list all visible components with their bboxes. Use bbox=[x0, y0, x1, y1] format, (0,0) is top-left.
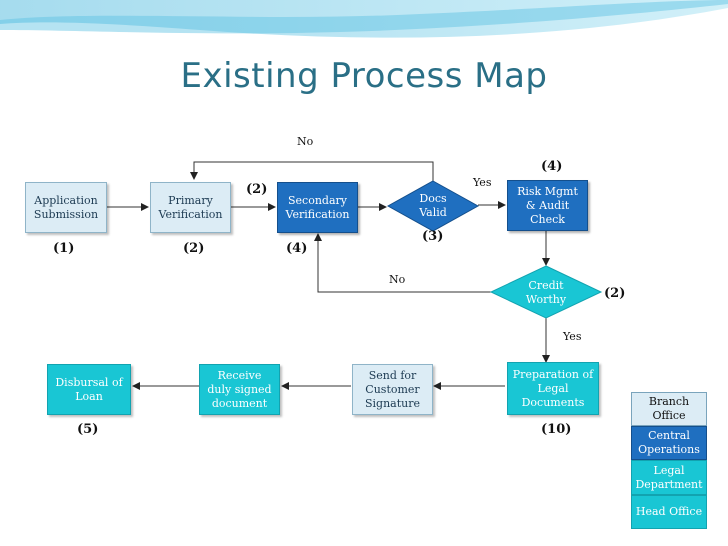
credit-count: (2) bbox=[604, 286, 626, 301]
preparation-legal-node: Preparation of Legal Documents bbox=[507, 362, 599, 415]
legend-branch-office-text: Branch Office bbox=[648, 395, 690, 422]
credit-no-label: No bbox=[389, 273, 406, 286]
preparation-legal-text: Preparation of Legal Documents bbox=[512, 367, 594, 409]
legend-legal-department-text: Legal Department bbox=[635, 463, 703, 491]
secondary-verification-text: Secondary Verification bbox=[285, 193, 350, 221]
legend-legal-department: Legal Department bbox=[631, 460, 707, 495]
disbursal-count: (5) bbox=[77, 422, 99, 437]
application-submission-node: Application Submission bbox=[25, 182, 107, 233]
page-title: Existing Process Map bbox=[180, 56, 548, 96]
docs-count: (3) bbox=[422, 229, 444, 244]
docs-valid-diamond bbox=[386, 180, 480, 232]
primary-count-below: (2) bbox=[183, 241, 205, 256]
docs-no-label: No bbox=[297, 135, 314, 148]
receive-document-text: Receive duly signed document bbox=[207, 368, 272, 410]
legend-central-operations: Central Operations bbox=[631, 426, 707, 460]
risk-count: (4) bbox=[541, 159, 563, 174]
risk-audit-node: Risk Mgmt & Audit Check bbox=[507, 180, 588, 231]
legend-head-office: Head Office bbox=[631, 495, 707, 529]
primary-verification-node: Primary Verification bbox=[150, 182, 231, 233]
disbursal-loan-node: Disbursal of Loan bbox=[47, 364, 131, 415]
header-swoosh bbox=[0, 0, 728, 38]
send-signature-node: Send for Customer Signature bbox=[352, 364, 433, 415]
secondary-count: (4) bbox=[286, 241, 308, 256]
primary-verification-text: Primary Verification bbox=[158, 193, 223, 221]
credit-worthy-diamond bbox=[489, 265, 603, 319]
application-submission-text: Application Submission bbox=[33, 193, 99, 221]
receive-document-node: Receive duly signed document bbox=[199, 364, 280, 415]
disbursal-loan-text: Disbursal of Loan bbox=[55, 375, 123, 403]
secondary-verification-node: Secondary Verification bbox=[277, 182, 358, 233]
primary-count-side: (2) bbox=[246, 182, 268, 197]
preparation-count: (10) bbox=[541, 422, 572, 437]
risk-audit-text: Risk Mgmt & Audit Check bbox=[517, 184, 578, 226]
legend-branch-office: Branch Office bbox=[631, 392, 707, 426]
credit-worthy-text: Credit Worthy bbox=[525, 279, 567, 306]
legend-head-office-text: Head Office bbox=[635, 505, 703, 518]
docs-yes-label: Yes bbox=[473, 176, 492, 189]
application-count: (1) bbox=[53, 241, 75, 256]
credit-yes-label: Yes bbox=[563, 330, 582, 343]
legend-central-operations-text: Central Operations bbox=[638, 429, 700, 456]
docs-valid-text: Docs Valid bbox=[419, 192, 447, 219]
send-signature-text: Send for Customer Signature bbox=[364, 368, 420, 410]
